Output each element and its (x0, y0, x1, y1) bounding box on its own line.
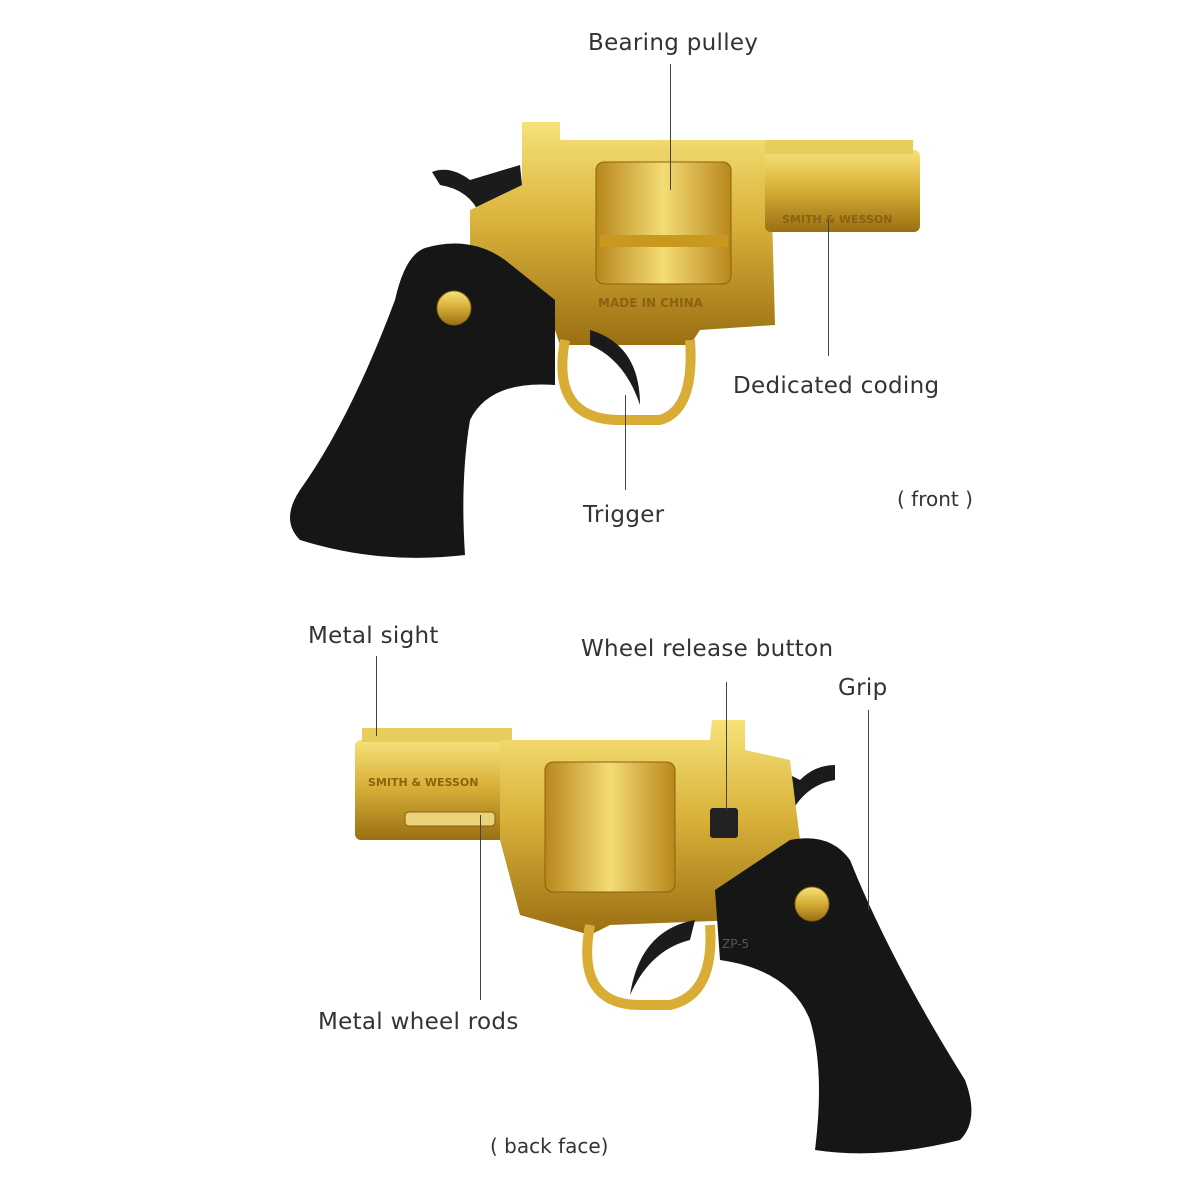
label-grip: Grip (838, 675, 888, 701)
back-trigger (630, 920, 695, 995)
leader-line-bearing-pulley (670, 64, 671, 190)
label-dedicated-coding: Dedicated coding (733, 373, 940, 399)
back-grip (715, 838, 972, 1154)
label-trigger: Trigger (583, 502, 665, 528)
label-metal-wheel-rods: Metal wheel rods (318, 1009, 519, 1035)
front-brand-marking: SMITH & WESSON (782, 213, 892, 226)
front-trigger (590, 330, 640, 405)
front-grip-medallion (436, 290, 472, 326)
front-trigger-guard (557, 339, 696, 425)
back-cylinder (544, 761, 676, 893)
leader-line-metal-sight (376, 656, 377, 736)
leader-line-grip (868, 710, 869, 910)
back-model-marking: ZP-5 (722, 937, 749, 951)
leader-line-wheel-release-button (726, 682, 727, 810)
front-cylinder (595, 161, 732, 285)
label-wheel-release-button: Wheel release button (581, 636, 834, 662)
leader-line-metal-wheel-rods (480, 815, 481, 1000)
caption-back-face: ( back face) (490, 1134, 609, 1158)
back-trigger-guard (582, 924, 716, 1010)
back-wheel-release-button (710, 808, 738, 838)
back-revolver: SMITH & WESSON ZP-5 (355, 720, 972, 1154)
front-grip (290, 243, 555, 558)
front-origin-marking: MADE IN CHINA (598, 296, 704, 310)
back-grip-medallion (794, 886, 830, 922)
front-barrel (765, 150, 920, 232)
front-revolver: SMITH & WESSON MADE IN CHINA (290, 122, 920, 558)
leader-line-dedicated-coding (828, 220, 829, 356)
label-bearing-pulley: Bearing pulley (588, 30, 759, 56)
back-brand-marking: SMITH & WESSON (368, 776, 478, 789)
leader-line-trigger (625, 395, 626, 490)
caption-front: ( front ) (897, 487, 973, 511)
label-metal-sight: Metal sight (308, 623, 439, 649)
